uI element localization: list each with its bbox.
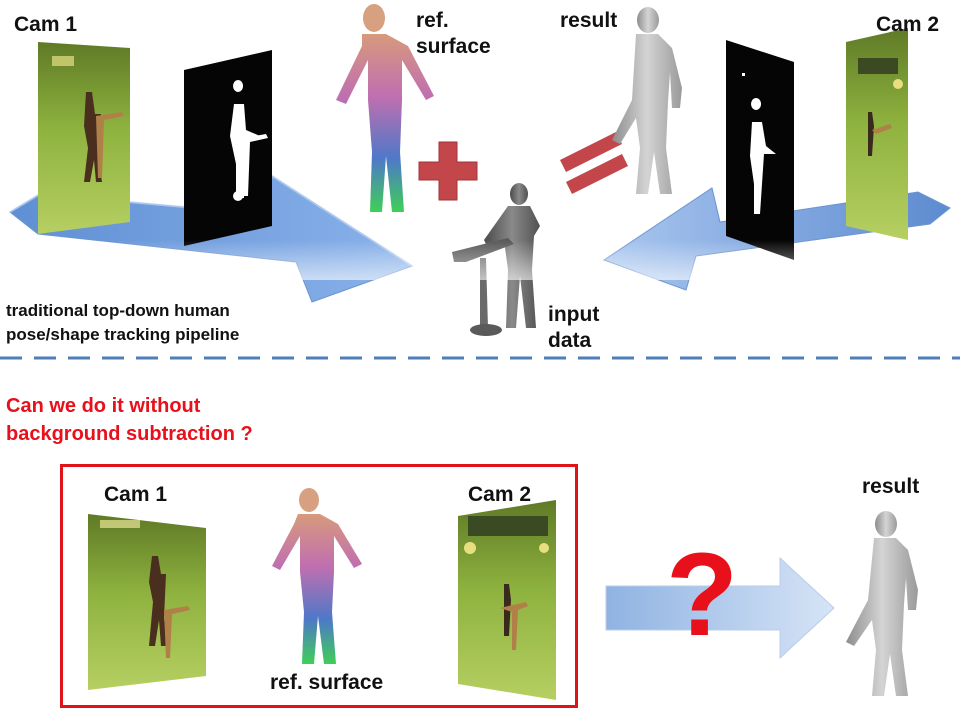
plus-sign <box>418 141 478 201</box>
pipeline-caption-line1: traditional top-down human <box>6 301 230 320</box>
cam2-image-top <box>846 28 908 240</box>
input-data-label-line1: input <box>548 303 600 326</box>
cam1-label-bottom: Cam 1 <box>104 483 168 506</box>
result-figure-bottom <box>846 511 918 696</box>
equals-sign <box>560 132 628 194</box>
cam1-image-bottom <box>88 514 206 690</box>
ref-surface-figure-top <box>336 4 434 212</box>
result-arrow <box>605 556 835 660</box>
result-label-top: result <box>560 9 618 32</box>
cam2-label-top: Cam 2 <box>876 13 940 36</box>
ref-surface-label-line2: surface <box>416 35 491 58</box>
result-figure-top <box>612 7 682 194</box>
ref-surface-label-bottom: ref. surface <box>270 671 384 694</box>
cam2-label-bottom: Cam 2 <box>468 483 532 506</box>
cam1-image-top <box>38 42 130 234</box>
pipeline-caption-line2: pose/shape tracking pipeline <box>6 325 240 344</box>
result-label-bottom: result <box>862 475 920 498</box>
ref-surface-label-line1: ref. <box>416 9 449 32</box>
ref-surface-figure-bottom <box>272 488 362 664</box>
question-line1: Can we do it without <box>6 395 201 417</box>
question-frame <box>60 464 578 708</box>
cam2-image-bottom <box>458 500 556 700</box>
cam1-label-top: Cam 1 <box>14 13 78 36</box>
silhouette-cam2 <box>726 40 794 260</box>
input-data-label-line2: data <box>548 329 592 352</box>
question-line2: background subtraction ? <box>6 423 253 445</box>
question-mark: ? <box>666 529 739 661</box>
silhouette-cam1 <box>184 50 272 246</box>
